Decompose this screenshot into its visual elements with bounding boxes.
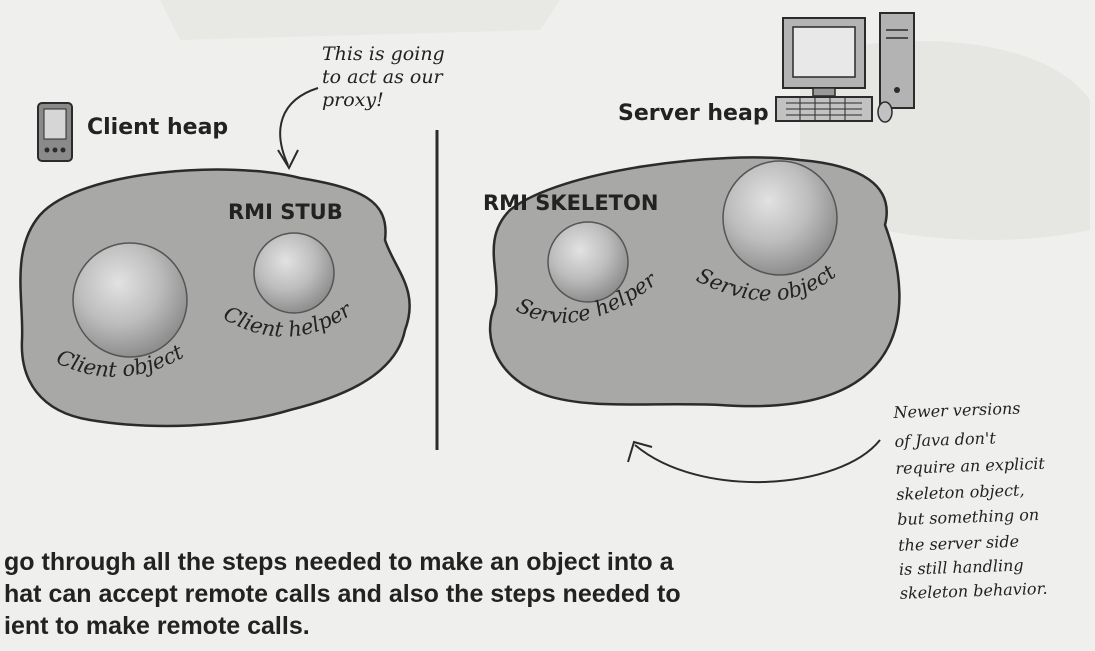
service-object-sphere xyxy=(722,160,838,276)
skeleton-note-arrow xyxy=(634,439,881,484)
proxy-note-line: to act as our xyxy=(322,66,443,88)
proxy-note-line: proxy! xyxy=(322,89,384,111)
client-object-sphere xyxy=(72,242,188,358)
skeleton-note-arrowhead xyxy=(627,440,653,463)
proxy-arrow xyxy=(279,87,319,166)
proxy-note-line: This is going xyxy=(322,43,445,65)
server-heap-label: Server heap xyxy=(618,101,769,126)
client-heap-label: Client heap xyxy=(87,115,229,140)
desktop-computer-icon xyxy=(775,12,915,123)
skeleton-note-line: but something on xyxy=(896,504,1040,529)
skeleton-note: Newer versions of Java don't require an … xyxy=(893,393,1050,606)
client-helper-sphere xyxy=(253,232,335,314)
handheld-device-icon xyxy=(37,102,73,162)
rmi-stub-label: RMI STUB xyxy=(228,200,343,224)
body-line: ient to make remote calls. xyxy=(4,612,310,640)
body-line: go through all the steps needed to make … xyxy=(4,548,674,576)
service-helper-sphere xyxy=(547,221,629,303)
client-heap-blob xyxy=(19,168,411,428)
ghost-shape-top xyxy=(160,0,560,40)
skeleton-note-line: Newer versions xyxy=(893,398,1021,422)
body-line: hat can accept remote calls and also the… xyxy=(4,580,681,608)
rmi-skeleton-label: RMI SKELETON xyxy=(483,191,659,215)
body-paragraph: go through all the steps needed to make … xyxy=(4,546,681,642)
proxy-arrowhead xyxy=(277,149,299,171)
proxy-note: This is going to act as our proxy! xyxy=(322,43,445,112)
